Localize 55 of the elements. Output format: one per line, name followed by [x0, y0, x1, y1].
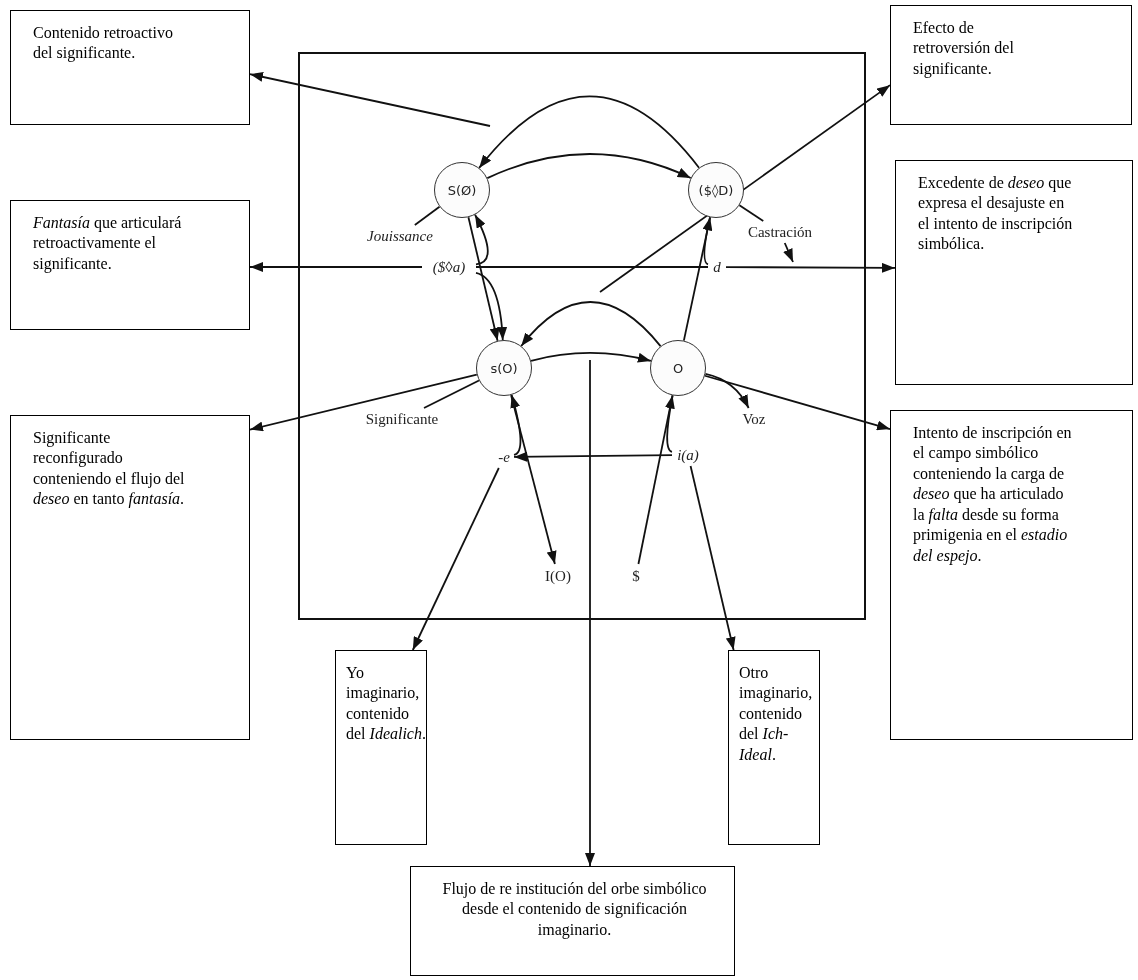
- graph-vector: [467, 216, 500, 342]
- graph-vector: [478, 95, 700, 169]
- graph-vector: [783, 242, 794, 263]
- graph-label: ($◊a): [422, 256, 476, 278]
- annotation-text: Intento de inscripción en el campo simbólico conteniendo la carga de deseo que ha articulado la falta desde su forma primigenia en el estadio del espejo.: [913, 423, 1073, 567]
- graph-vector: [530, 352, 652, 363]
- graph-label: Jouissance: [352, 225, 448, 247]
- graph-label: Significante: [348, 408, 456, 430]
- graph-vector: [585, 359, 595, 867]
- graph-vector: [704, 374, 891, 431]
- annotation-box: [10, 200, 250, 330]
- graph-vector: [520, 301, 662, 348]
- graph-vector: [249, 373, 478, 432]
- graph-frame: [298, 52, 866, 620]
- graph-vector: [249, 72, 491, 127]
- annotation-text: Excedente de deseo que expresa el desajuste en el intento de inscripción simbólica.: [918, 173, 1074, 255]
- graph-label: i(a): [672, 444, 704, 466]
- graph-label: Voz: [736, 408, 772, 430]
- graph-node: ($◊D): [688, 162, 744, 218]
- graph-vector: [704, 372, 750, 409]
- graph-vector: [637, 394, 675, 565]
- annotation-text: Otro imaginario, contenido del Ich-Ideal.: [739, 663, 814, 765]
- graph-label: Castración: [732, 221, 828, 243]
- graph-vector: [411, 467, 500, 651]
- annotation-text: Efecto de retroversión del significante.: [913, 18, 1015, 80]
- annotation-text: Significante reconfigurado conteniendo el flujo del deseo en tanto fantasía.: [33, 428, 186, 510]
- graph-vector: [249, 262, 423, 272]
- graph-label: -e: [494, 446, 514, 468]
- graph-node: S(Ø): [434, 162, 490, 218]
- annotation-box: [335, 650, 427, 845]
- graph-label: I(O): [540, 564, 576, 588]
- graph-vector: [689, 465, 736, 651]
- annotation-text: Yo imaginario, contenido del Idealich.: [346, 663, 426, 745]
- annotation-text: Flujo de re institución del orbe simbólico desde el contenido de significación imaginario.: [441, 879, 708, 941]
- graph-label: $: [628, 564, 644, 588]
- annotation-box: [728, 650, 820, 845]
- graph-vector: [474, 213, 489, 266]
- annotation-box: [410, 866, 735, 976]
- annotation-box: [890, 410, 1133, 740]
- annotation-box: [10, 10, 250, 125]
- graph-vector: [475, 271, 507, 341]
- graph-node: s(O): [476, 340, 532, 396]
- graph-vector: [510, 394, 557, 565]
- annotation-text: Fantasía que articulará retroactivamente el significante.: [33, 213, 183, 275]
- graph-node: O: [650, 340, 706, 396]
- graph-vector: [510, 394, 522, 456]
- annotation-box: [895, 160, 1133, 385]
- graph-vector: [682, 216, 713, 342]
- graph-vector: [513, 451, 673, 462]
- graph-label: d: [708, 256, 726, 278]
- graph-vector: [725, 262, 896, 273]
- annotation-box: [890, 5, 1132, 125]
- graph-vector: [486, 153, 692, 179]
- annotation-box: [10, 415, 250, 740]
- annotation-text: Contenido retroactivo del significante.: [33, 23, 173, 64]
